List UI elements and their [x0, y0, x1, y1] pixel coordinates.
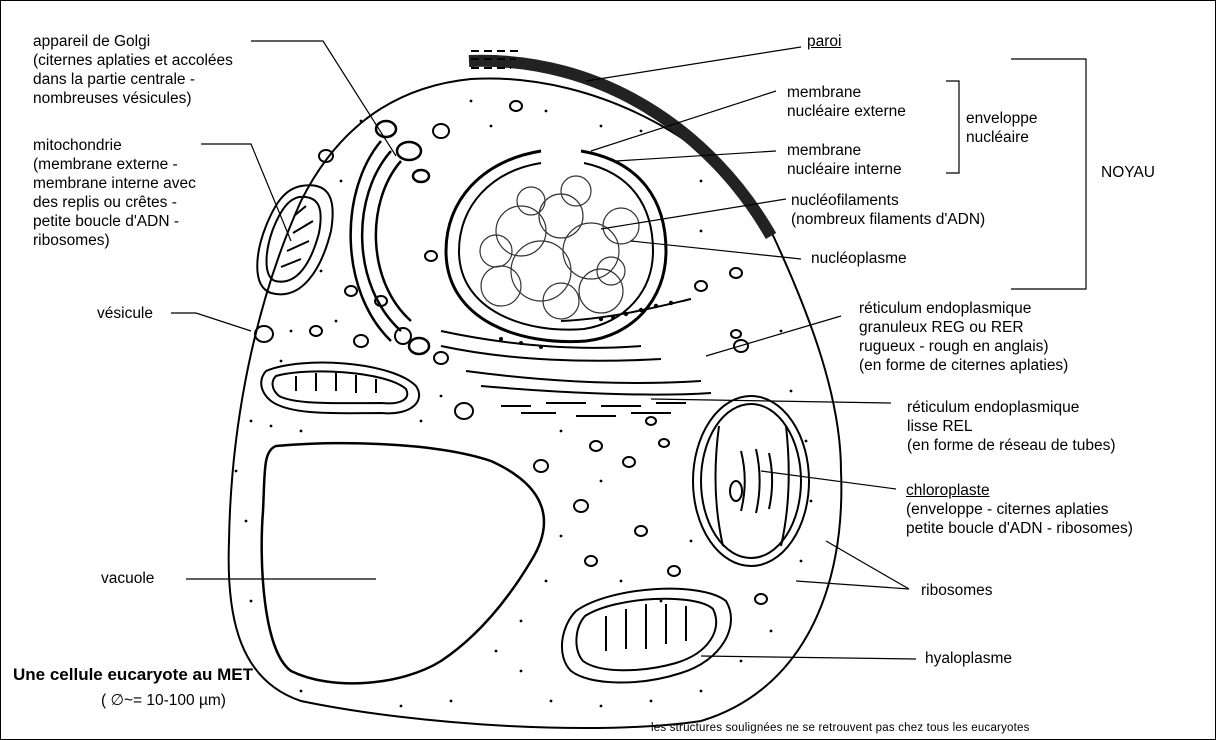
label-ribosomes: ribosomes [921, 581, 993, 600]
label-rel: réticulum endoplasmique lisse REL (en fo… [907, 398, 1116, 455]
cell-wall [469, 61, 771, 236]
label-vacuole: vacuole [101, 569, 154, 588]
label-vesicule: vésicule [97, 304, 153, 323]
label-nucleofilaments: nucléofilaments (nombreux filaments d'AD… [791, 191, 985, 229]
label-reg: réticulum endoplasmique granuleux REG ou… [859, 299, 1068, 375]
label-membrane-externe: membrane nucléaire externe [787, 83, 906, 121]
label-mitochondrie: mitochondrie (membrane externe - membran… [33, 136, 196, 250]
vacuole-outline [262, 443, 544, 683]
mitochondrion-3 [562, 589, 731, 683]
diagram-title: Une cellule eucaryote au MET [13, 665, 253, 684]
label-enveloppe: enveloppe nucléaire [966, 109, 1038, 147]
mitochondrion-2 [261, 363, 419, 414]
nuclear-envelope [446, 151, 666, 342]
label-nucleoplasme: nucléoplasme [811, 249, 907, 268]
diagram-size: ( ∅~= 10-100 µm) [101, 691, 226, 710]
label-membrane-interne: membrane nucléaire interne [787, 141, 902, 179]
label-hyaloplasme: hyaloplasme [925, 649, 1012, 668]
nucleofilaments [480, 176, 639, 319]
mitochondrion-1 [257, 185, 332, 294]
label-noyau: NOYAU [1101, 163, 1155, 182]
label-chloroplaste: chloroplaste [906, 481, 990, 500]
label-golgi: appareil de Golgi (citernes aplaties et … [33, 32, 233, 108]
chloroplast [693, 396, 809, 566]
label-chloroplaste-desc: (enveloppe - citernes aplaties petite bo… [906, 500, 1133, 538]
label-paroi: paroi [807, 32, 841, 51]
golgi-apparatus [351, 121, 429, 354]
footnote: les structures soulignées ne se retrouve… [651, 719, 1030, 738]
vesicles [255, 101, 767, 604]
